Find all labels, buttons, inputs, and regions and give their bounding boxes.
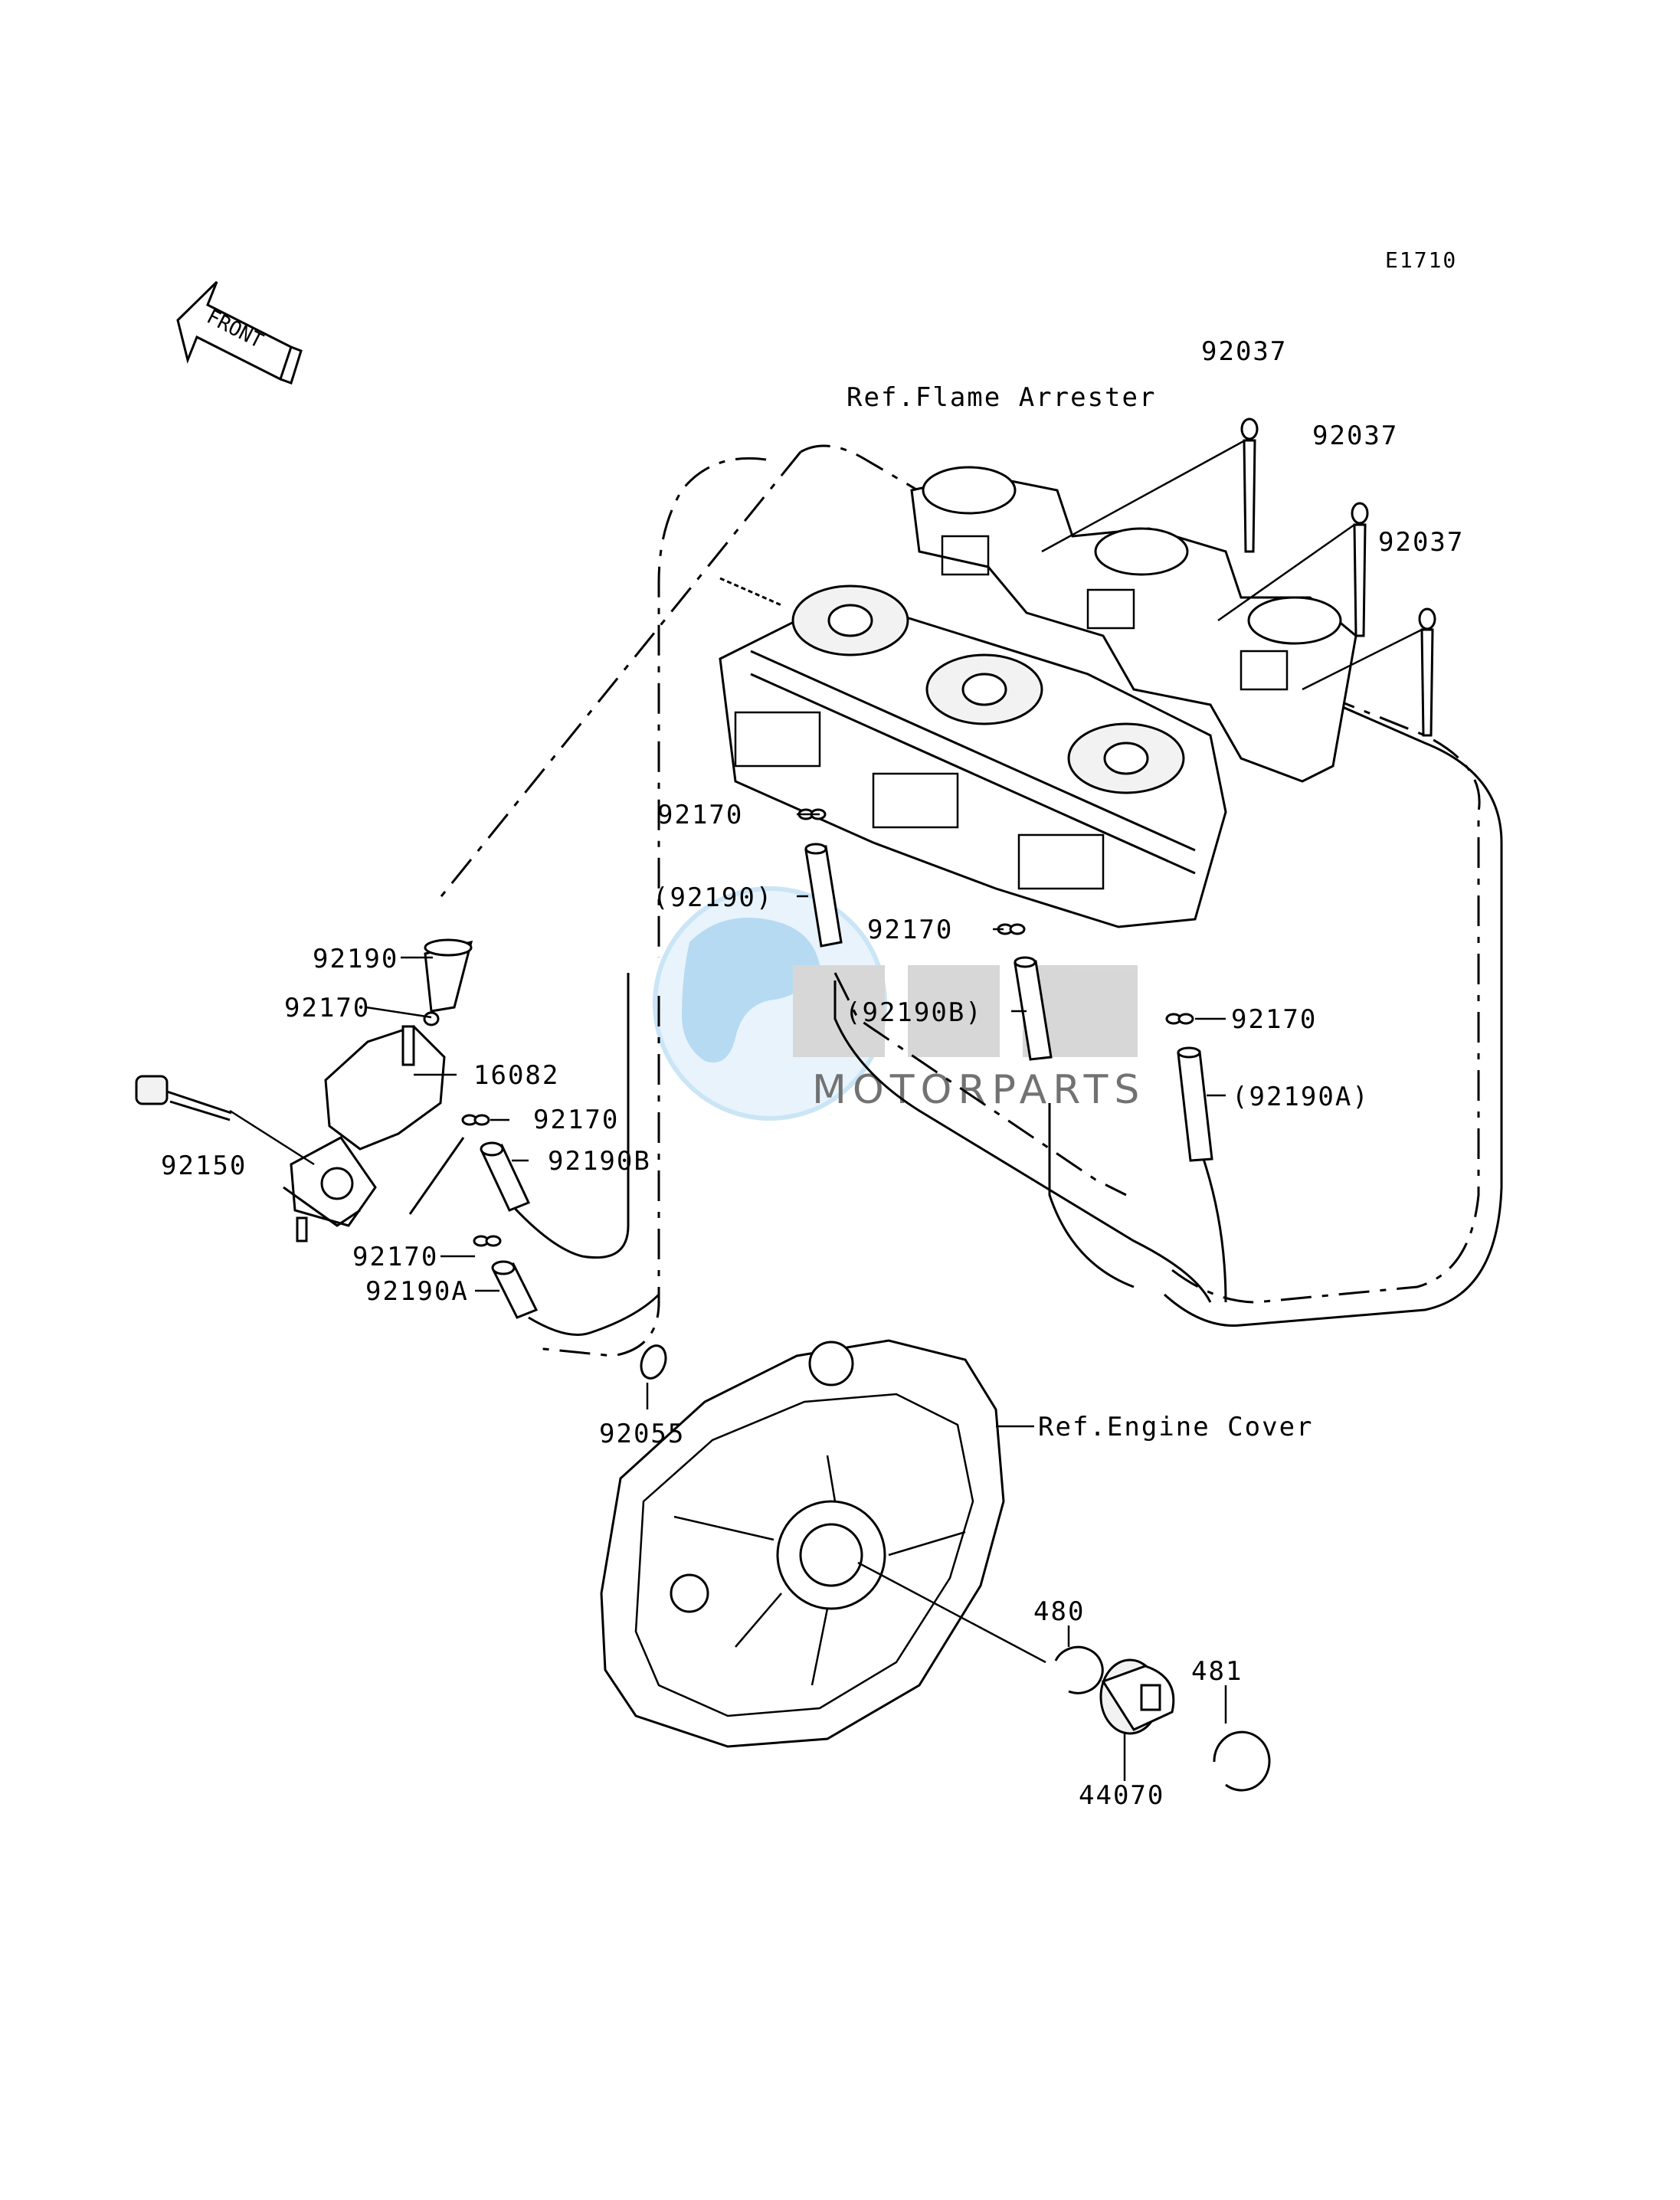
part-label-92170-b: 92170 bbox=[867, 915, 953, 945]
fuel-filter-16082 bbox=[283, 1025, 446, 1242]
oring-92055 bbox=[640, 1344, 667, 1409]
part-label-92190a: 92190A bbox=[365, 1276, 469, 1307]
diagram-code: E1710 bbox=[1385, 247, 1457, 273]
circlip-481 bbox=[1213, 1685, 1271, 1792]
part-label-92190b: 92190B bbox=[548, 1146, 651, 1177]
part-label-481: 481 bbox=[1191, 1656, 1243, 1687]
ref-engine-cover-label: Ref.Engine Cover bbox=[1038, 1412, 1314, 1442]
part-label-92190-paren: (92190) bbox=[653, 882, 773, 913]
part-label-92037-b: 92037 bbox=[1312, 421, 1398, 451]
part-label-92190: 92190 bbox=[313, 944, 398, 974]
hose-92190b-upper bbox=[1014, 956, 1053, 1061]
part-label-92170-d: 92170 bbox=[284, 993, 370, 1023]
part-label-92170-c: 92170 bbox=[1231, 1004, 1317, 1035]
part-label-92190a-paren: (92190A) bbox=[1232, 1082, 1370, 1112]
watermark-logo: MOTORPARTS bbox=[653, 886, 1145, 1121]
part-label-92190b-paren: (92190B) bbox=[845, 997, 983, 1028]
clip-92170-b bbox=[997, 923, 1026, 935]
hose-92190b-left bbox=[480, 1141, 531, 1212]
pin-92037-a bbox=[1041, 417, 1259, 553]
pin-92037-c bbox=[1302, 607, 1436, 737]
hose-92190-upper bbox=[804, 843, 843, 948]
part-label-92037-c: 92037 bbox=[1378, 527, 1464, 558]
ref-flame-arrester-label: Ref.Flame Arrester bbox=[847, 382, 1156, 413]
part-label-92170-f: 92170 bbox=[352, 1242, 438, 1272]
pin-92037-b bbox=[1217, 502, 1369, 637]
carburetor-assembly bbox=[719, 577, 1227, 928]
engine-cover bbox=[600, 1339, 1046, 1748]
hose-92190-left bbox=[424, 938, 473, 1013]
hose-92190a-left bbox=[491, 1260, 539, 1319]
front-arrow-icon: FRONT bbox=[176, 280, 303, 385]
part-label-92150: 92150 bbox=[161, 1151, 247, 1181]
part-label-92170-e: 92170 bbox=[533, 1105, 619, 1135]
watermark-text: MOTORPARTS bbox=[812, 1067, 1145, 1113]
bearing-44070 bbox=[1099, 1658, 1175, 1781]
snap-ring-480 bbox=[1054, 1625, 1104, 1694]
bolt-92150 bbox=[135, 1075, 315, 1166]
clip-92170-c bbox=[1165, 1013, 1194, 1025]
part-labels: Ref.Flame Arrester 92037 92037 92037 921… bbox=[161, 336, 1464, 1811]
part-label-480: 480 bbox=[1033, 1596, 1085, 1627]
part-label-44070: 44070 bbox=[1079, 1780, 1164, 1811]
fuel-line-routing bbox=[408, 444, 1503, 1357]
clip-92170-e bbox=[461, 1114, 490, 1126]
part-label-92037-a: 92037 bbox=[1201, 336, 1287, 367]
leader-lines bbox=[365, 813, 1226, 1292]
clip-92170-d bbox=[423, 1011, 440, 1026]
hose-92190a-upper bbox=[1177, 1046, 1213, 1162]
clip-92170-f bbox=[473, 1235, 502, 1247]
part-label-92170-a: 92170 bbox=[657, 800, 743, 830]
part-label-16082: 16082 bbox=[473, 1060, 559, 1091]
flame-arrester-manifold bbox=[910, 466, 1357, 783]
part-label-92055: 92055 bbox=[599, 1419, 685, 1449]
